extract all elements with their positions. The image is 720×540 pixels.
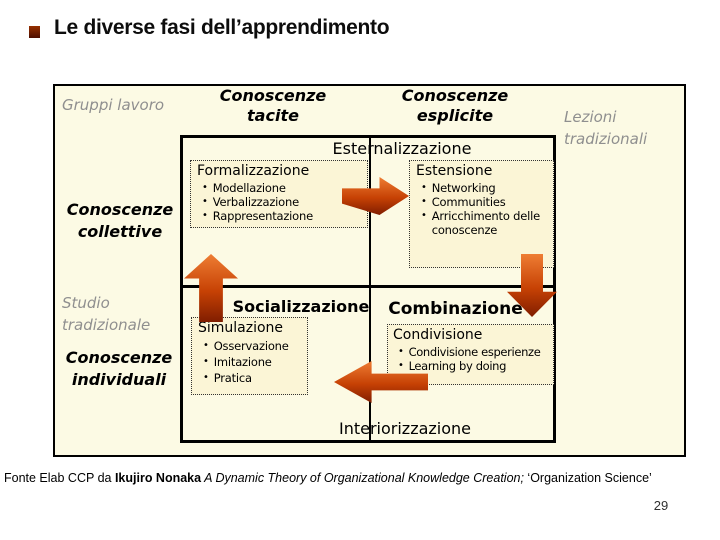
list-item-text: Pratica (213, 371, 252, 385)
list-item: • Imitazione (203, 354, 302, 370)
label-lezioni-tradizionali: Lezioni tradizionali (564, 108, 648, 148)
list-item: • Condivisione esperienze (398, 345, 549, 359)
formalizzazione-box-title: Formalizzazione (197, 163, 310, 179)
label-conoscenze-individuali: Conoscenze individuali (65, 348, 173, 389)
phase-interiorizzazione: Interiorizzazione (338, 419, 472, 438)
list-item: • Rappresentazione (202, 209, 362, 223)
simulazione-list: • Osservazione • Imitazione • Pratica (197, 338, 302, 386)
list-item-text: Learning by doing (408, 359, 507, 373)
list-item: • Networking (421, 181, 548, 195)
list-item: • Learning by doing (398, 359, 549, 373)
page-number: 29 (653, 498, 669, 513)
footer-journal: ‘Organization Science’ (523, 471, 652, 485)
footer-prefix: Fonte Elab CCP da (4, 471, 115, 485)
matrix-horizontal-divider (180, 285, 556, 288)
bullet-icon: • (421, 196, 427, 207)
footer-work-title: A Dynamic Theory of Organizational Knowl… (201, 471, 524, 485)
simulazione-box: Simulazione • Osservazione • Imitazione • P… (191, 317, 308, 395)
bullet-icon: • (202, 196, 208, 207)
list-item: • Modellazione (202, 181, 362, 195)
condivisione-box: Condivisione • Condivisione esperienze • L… (387, 324, 554, 385)
label-conoscenze-collettive: Conoscenze collettive (66, 200, 174, 241)
estensione-box-title: Estensione (416, 163, 493, 179)
seci-matrix-frame (180, 135, 556, 443)
label-conoscenze-esplicite: Conoscenze esplicite (401, 86, 509, 125)
list-item-text: Osservazione (213, 339, 289, 353)
list-item: • Arricchimento delle conoscenze (421, 209, 548, 237)
label-studio-tradizionale: Studio tradizionale (62, 294, 151, 334)
formalizzazione-box: Formalizzazione • Modellazione • Verbalizz… (190, 160, 368, 228)
list-item-text: Condivisione esperienze (408, 345, 541, 359)
label-gruppi-lavoro: Gruppi lavoro (62, 96, 165, 114)
label-conoscenze-tacite: Conoscenze tacite (219, 86, 327, 125)
list-item-text: Communities (431, 195, 506, 209)
list-item-text: Rappresentazione (212, 209, 313, 223)
formalizzazione-list: • Modellazione • Verbalizzazione • Rapprese… (196, 181, 362, 223)
title-bullet-decoration (29, 26, 40, 38)
bullet-icon: • (202, 210, 208, 221)
list-item-text: Imitazione (213, 355, 272, 369)
condivisione-box-title: Condivisione (393, 327, 483, 343)
list-item-text: Modellazione (212, 181, 286, 195)
phase-esternalizzazione: Esternalizzazione (332, 139, 472, 158)
matrix-vertical-divider (369, 135, 371, 443)
list-item: • Pratica (203, 370, 302, 386)
bullet-icon: • (203, 340, 209, 351)
bullet-icon: • (202, 182, 208, 193)
estensione-list: • Networking • Communities • Arricchimento … (415, 181, 548, 237)
bullet-icon: • (398, 360, 404, 371)
simulazione-box-title: Simulazione (198, 320, 284, 336)
list-item-text: Verbalizzazione (212, 195, 299, 209)
phase-socializzazione: Socializzazione (232, 297, 370, 316)
list-item-text: Networking (431, 181, 496, 195)
list-item: • Osservazione (203, 338, 302, 354)
list-item: • Communities (421, 195, 548, 209)
bullet-icon: • (203, 372, 209, 383)
list-item: • Verbalizzazione (202, 195, 362, 209)
phase-combinazione: Combinazione (388, 299, 523, 319)
footer-source: Fonte Elab CCP da Ikujiro Nonaka A Dynam… (4, 471, 718, 485)
page-title: Le diverse fasi dell’apprendimento (54, 16, 390, 39)
list-item-text: Arricchimento delle conoscenze (431, 209, 540, 237)
condivisione-list: • Condivisione esperienze • Learning by do… (392, 345, 549, 373)
bullet-icon: • (203, 356, 209, 367)
footer-author: Ikujiro Nonaka (114, 471, 202, 485)
bullet-icon: • (398, 346, 404, 357)
estensione-box: Estensione • Networking • Communities • Arr… (409, 160, 554, 268)
bullet-icon: • (421, 210, 427, 221)
bullet-icon: • (421, 182, 427, 193)
